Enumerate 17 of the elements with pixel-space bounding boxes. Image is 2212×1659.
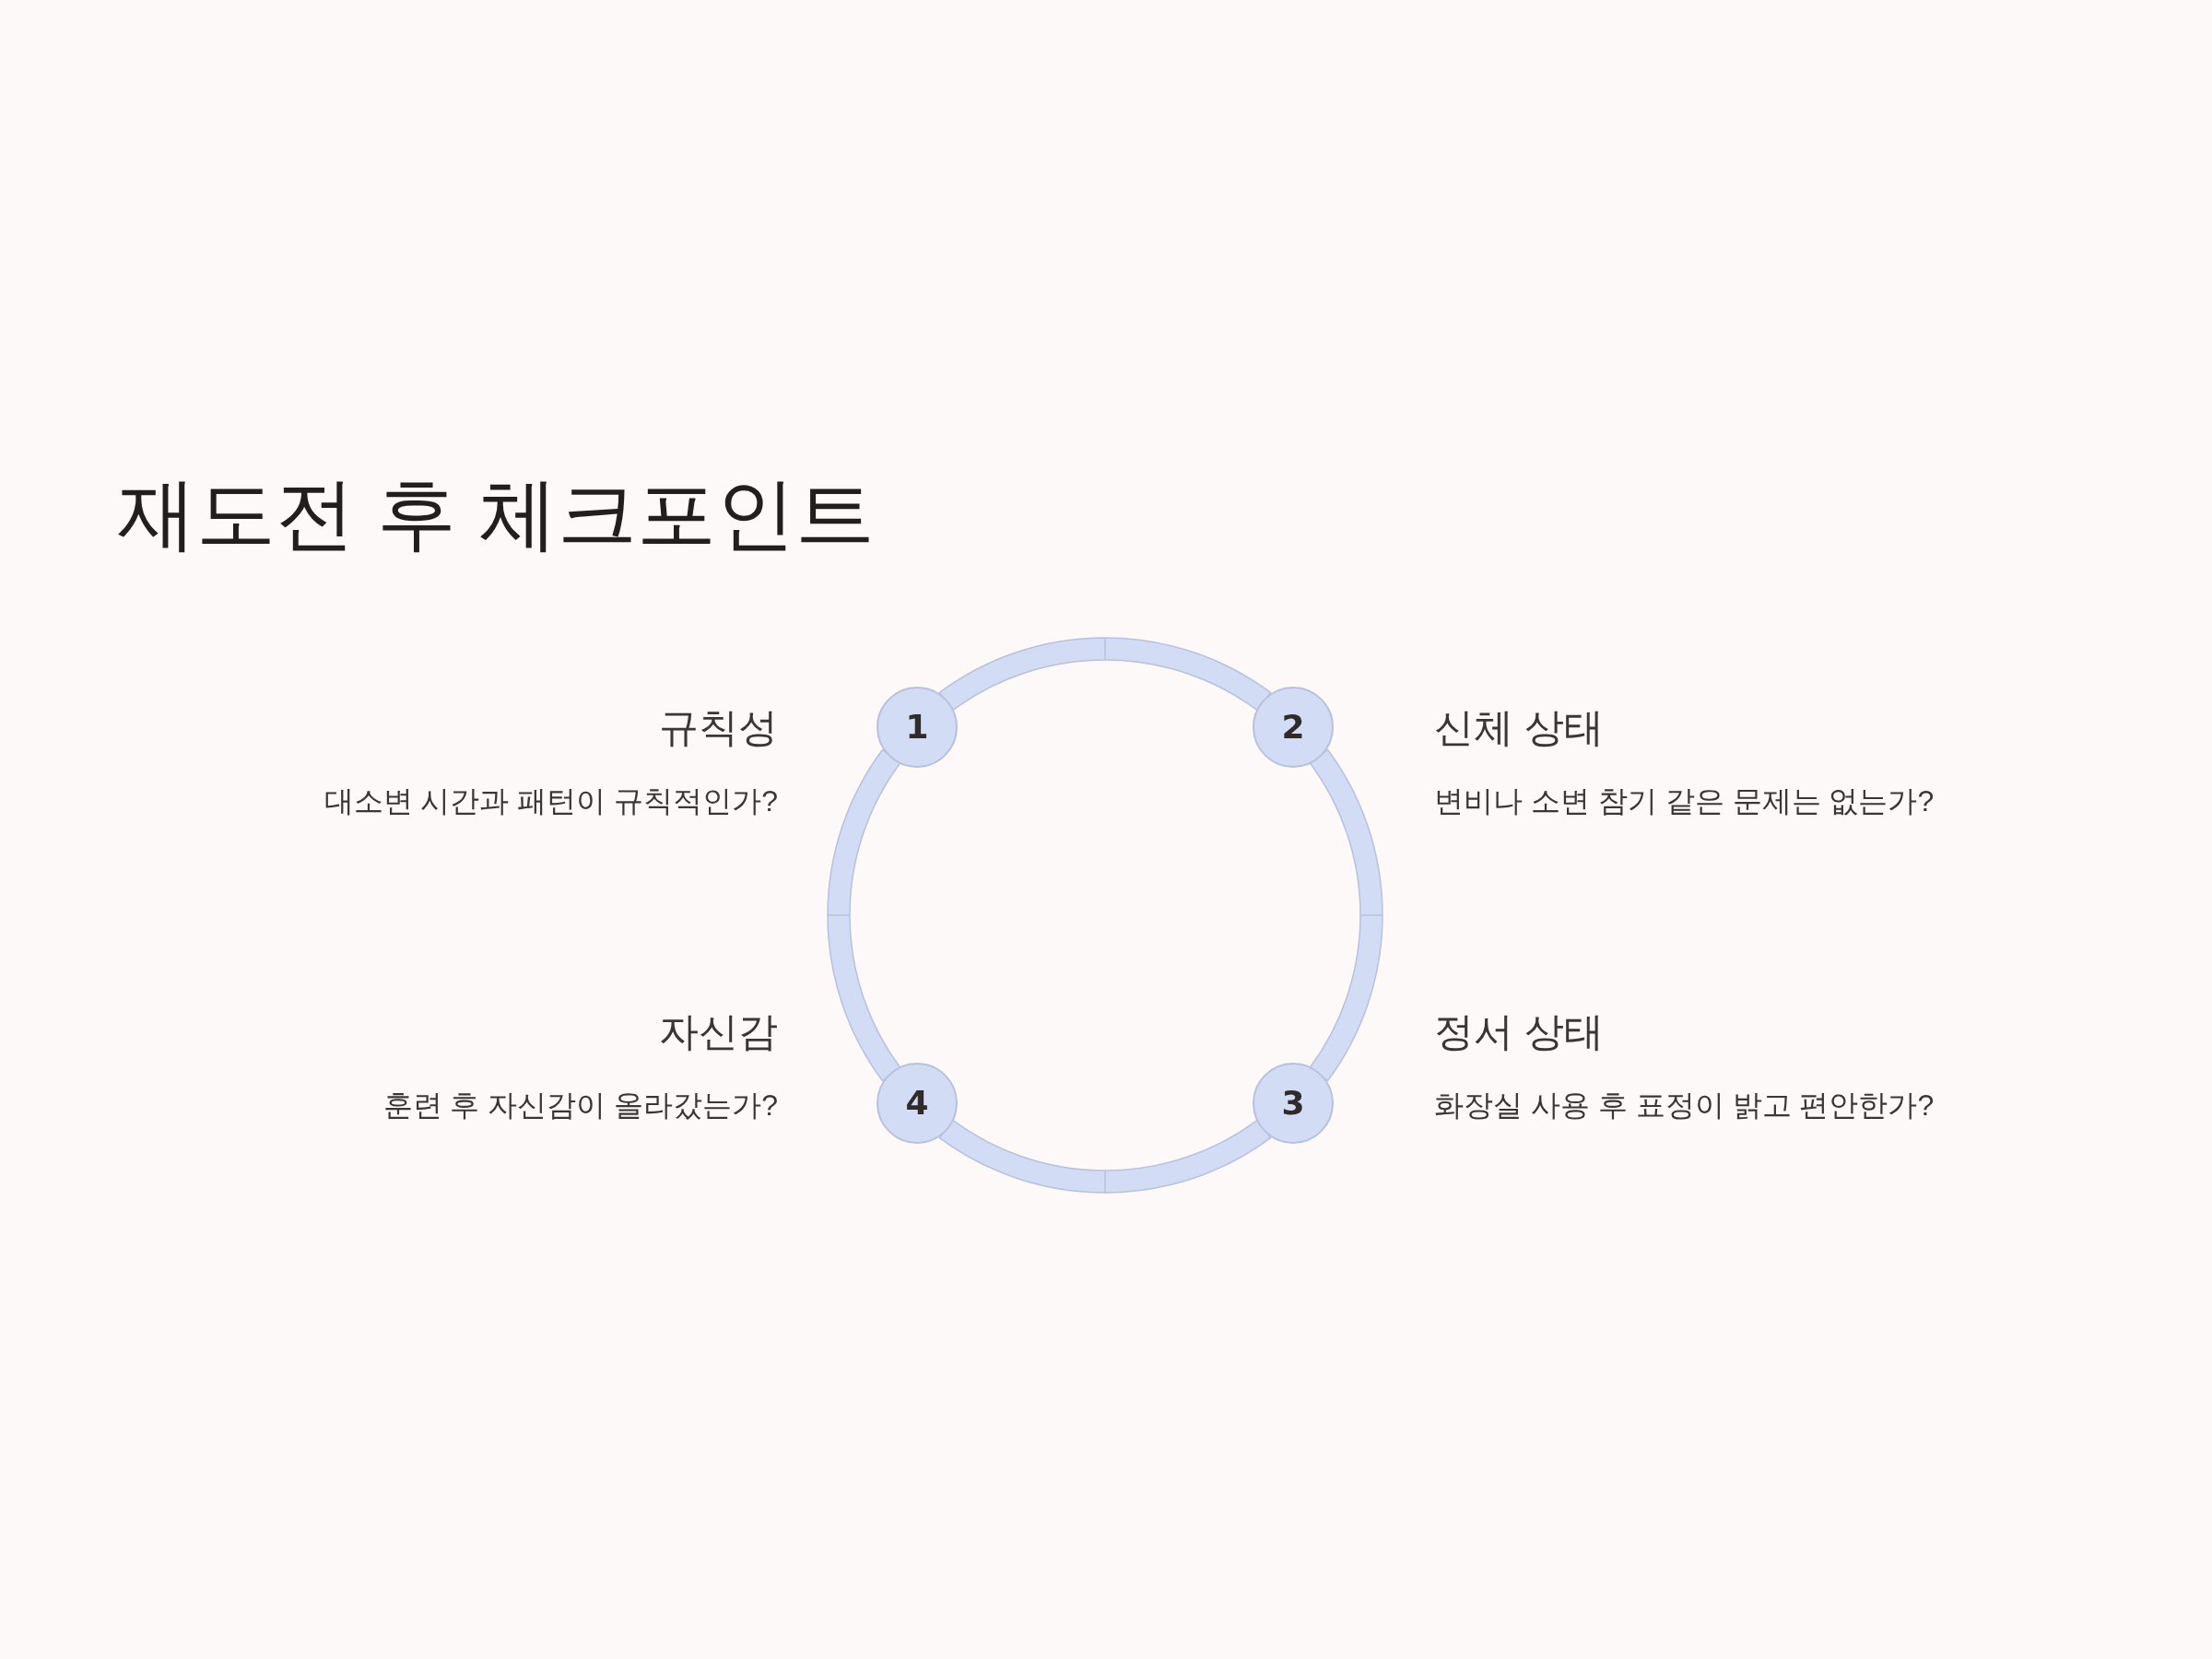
number-circle: 2 [1253,687,1334,768]
step-heading: 정서 상태 [1434,1008,1604,1056]
ring-arc [827,748,901,1082]
step-description: 훈련 후 자신감이 올라갔는가? [382,1087,778,1124]
number-circle: 3 [1253,1063,1334,1144]
number-circle: 4 [877,1063,958,1144]
step-description: 화장실 사용 후 표정이 밝고 편안한가? [1434,1087,1935,1124]
step-heading: 자신감 [659,1008,778,1056]
ring-arc [938,1119,1272,1194]
step-description: 변비나 소변 참기 같은 문제는 없는가? [1434,782,1935,819]
step-heading: 신체 상태 [1434,704,1604,752]
ring-arc [938,637,1272,712]
step-heading: 규칙성 [659,704,778,752]
ring-arc [1309,748,1383,1082]
number-circle: 1 [877,687,958,768]
step-description: 대소변 시간과 패턴이 규칙적인가? [324,782,778,819]
title: 재도전 후 체크포인트 [117,468,875,560]
